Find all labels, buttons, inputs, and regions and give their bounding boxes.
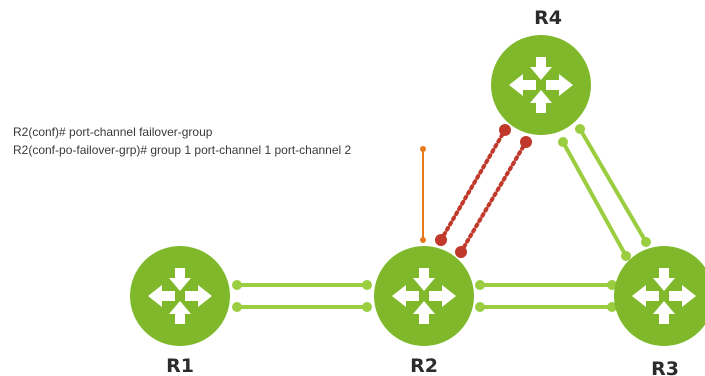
- router-r3-label: R3: [651, 358, 679, 376]
- router-r1-label: R1: [166, 355, 194, 376]
- router-r2-icon: [374, 246, 474, 346]
- cli-callout-pointer: [420, 146, 426, 243]
- cli-command-line-2: R2(conf-po-failover-grp)# group 1 port-c…: [13, 143, 352, 157]
- link-r2-r3: [475, 280, 617, 312]
- router-r4-label: R4: [534, 7, 562, 29]
- router-r1-icon: [130, 246, 230, 346]
- link-r4-r3: [558, 124, 651, 261]
- router-r2-label: R2: [410, 355, 438, 376]
- router-r3-icon: [614, 246, 705, 346]
- cli-command-line-1: R2(conf)# port-channel failover-group: [13, 125, 213, 139]
- failed-link-r2-r4: [435, 124, 532, 258]
- router-r4-icon: [491, 35, 591, 135]
- link-r1-r2: [232, 280, 372, 312]
